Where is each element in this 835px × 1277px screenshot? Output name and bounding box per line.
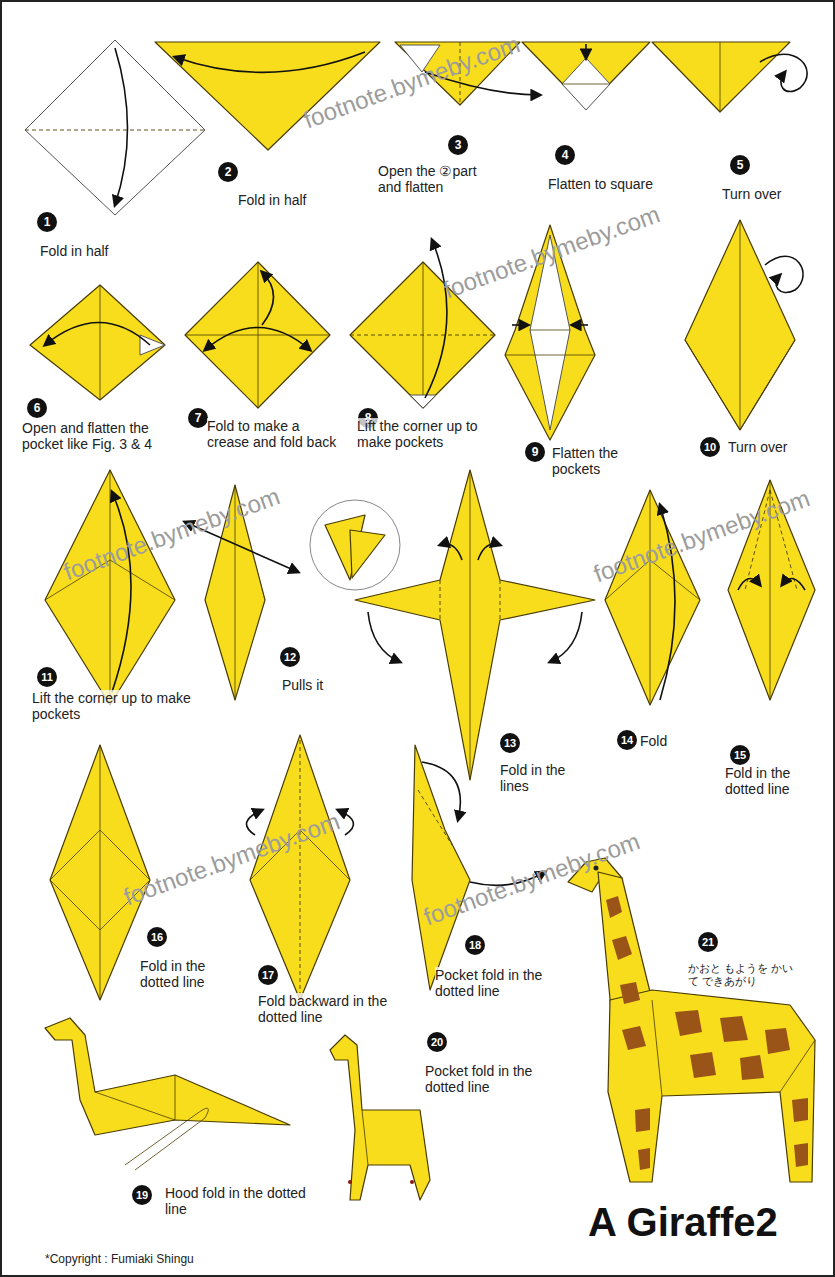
step-5-figure bbox=[652, 42, 807, 112]
step-13-figure bbox=[355, 470, 595, 780]
step-number-text: 16 bbox=[147, 927, 167, 947]
step-number-text: 14 bbox=[617, 730, 637, 750]
step-7-figure bbox=[185, 262, 330, 408]
step-number: 13Fold in the lines bbox=[500, 733, 520, 753]
step-number: 8Lift the corner up to make pockets bbox=[358, 408, 378, 428]
step-number-text: 21 bbox=[698, 932, 718, 952]
copyright-note: *Copyright : Fumiaki Shingu bbox=[45, 1252, 194, 1266]
step-10-figure bbox=[685, 220, 803, 430]
step-caption: Pocket fold in the dotted line bbox=[435, 967, 575, 999]
step-caption: Fold bbox=[640, 733, 690, 749]
step-16-figure bbox=[50, 745, 150, 1000]
step-number-text: 1 bbox=[37, 212, 57, 232]
step-6-figure bbox=[30, 285, 165, 400]
step-number-text: 18 bbox=[465, 935, 485, 955]
step-number: 12Pulls it bbox=[280, 647, 300, 667]
step-number: 18Pocket fold in the dotted line bbox=[465, 935, 485, 955]
step-caption: Fold in half bbox=[238, 192, 358, 208]
step-19-figure bbox=[45, 1018, 290, 1170]
step-caption: Lift the corner up to make pockets bbox=[32, 690, 197, 722]
step-number-text: 11 bbox=[37, 667, 57, 687]
step-caption: Fold in the dotted line bbox=[725, 765, 830, 797]
step-11-figure bbox=[45, 470, 175, 705]
step-number-text: 3 bbox=[448, 135, 468, 155]
step-number: 19Hood fold in the dotted line bbox=[132, 1185, 152, 1205]
step-number: 16Fold in the dotted line bbox=[147, 927, 167, 947]
step-number: 3Open the ②part and flatten bbox=[448, 135, 468, 155]
step-number-text: 19 bbox=[132, 1185, 152, 1205]
step-number: 7Fold to make a crease and fold back bbox=[188, 408, 208, 428]
step-number-text: 2 bbox=[218, 162, 238, 182]
step-number-text: 12 bbox=[280, 647, 300, 667]
step-20-figure bbox=[330, 1035, 430, 1200]
step-caption: Fold in the lines bbox=[500, 762, 595, 794]
step-caption: Fold in half bbox=[40, 243, 160, 259]
step-caption: Fold in the dotted line bbox=[140, 958, 245, 990]
step-caption: Flatten to square bbox=[548, 176, 688, 192]
step-number: 10Turn over bbox=[700, 437, 720, 457]
step-caption: Pulls it bbox=[282, 677, 362, 693]
step-number: 20Pocket fold in the dotted line bbox=[427, 1032, 447, 1052]
step-number-text: 5 bbox=[730, 155, 750, 175]
step-number-text: 15 bbox=[730, 745, 750, 765]
step-number: 21かおと もようを かいて できあがり bbox=[698, 932, 718, 952]
step-number: 9Flatten the pockets bbox=[525, 442, 545, 462]
step-number-text: 17 bbox=[258, 965, 278, 985]
step-caption: Hood fold in the dotted line bbox=[165, 1185, 325, 1217]
step-caption: Fold to make a crease and fold back bbox=[207, 418, 342, 450]
step-number: 5Turn over bbox=[730, 155, 750, 175]
step-1-figure bbox=[25, 40, 205, 215]
step-number-text: 10 bbox=[700, 437, 720, 457]
step-number: 15Fold in the dotted line bbox=[730, 745, 750, 765]
step-number: 6Open and flatten the pocket like Fig. 3… bbox=[27, 398, 47, 418]
step-number: 11Lift the corner up to make pockets bbox=[37, 667, 57, 687]
step-caption: Pocket fold in the dotted line bbox=[425, 1063, 565, 1095]
step-number-text: 9 bbox=[525, 442, 545, 462]
step-number: 14Fold bbox=[617, 730, 637, 750]
step-17-figure bbox=[246, 735, 353, 1000]
step-number-text: 6 bbox=[27, 398, 47, 418]
step-caption: Lift the corner up to make pockets bbox=[357, 418, 512, 450]
step-caption: Turn over bbox=[722, 186, 812, 202]
step-21-giraffe bbox=[568, 858, 815, 1182]
step-caption: Open and flatten the pocket like Fig. 3 … bbox=[22, 420, 192, 452]
step-caption: Turn over bbox=[728, 439, 818, 455]
step-number: 4Flatten to square bbox=[555, 145, 575, 165]
step-number-text: 4 bbox=[555, 145, 575, 165]
step-caption: Fold backward in the dotted line bbox=[258, 993, 418, 1025]
step-caption: かおと もようを かいて できあがり bbox=[688, 962, 798, 988]
step-number: 2Fold in half bbox=[218, 162, 238, 182]
step-4-figure bbox=[522, 42, 650, 110]
step-number-text: 13 bbox=[500, 733, 520, 753]
step-caption: Flatten the pockets bbox=[552, 445, 662, 477]
step-caption: Open the ②part and flatten bbox=[378, 163, 496, 195]
step-number-text: 7 bbox=[188, 408, 208, 428]
step-14-figure bbox=[605, 490, 700, 705]
step-number: 17Fold backward in the dotted line bbox=[258, 965, 278, 985]
title: A Giraffe2 bbox=[588, 1200, 778, 1245]
step-number-text: 20 bbox=[427, 1032, 447, 1052]
step-number: 1Fold in half bbox=[37, 212, 57, 232]
